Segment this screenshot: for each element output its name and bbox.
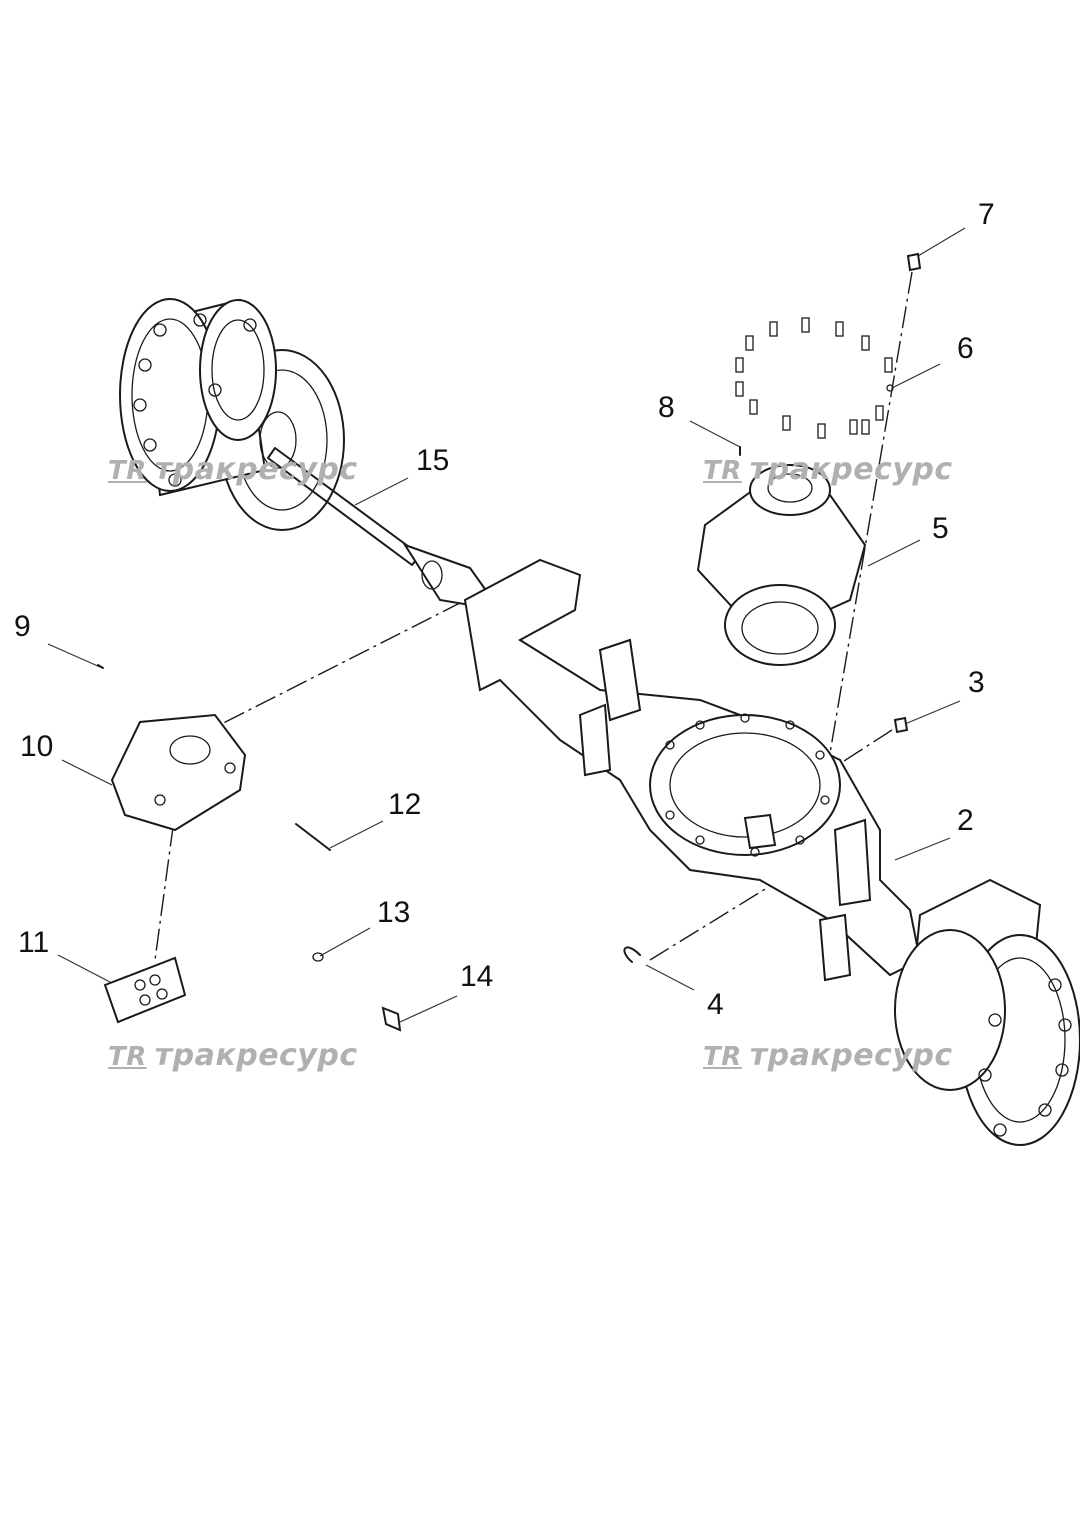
callout-15: 15: [416, 444, 450, 477]
watermark-text: тракресурс: [749, 1038, 953, 1073]
callout-7: 7: [978, 198, 995, 231]
left-wheel-hub: [119, 298, 345, 531]
callout-13: 13: [377, 896, 411, 929]
right-wheel-hub: [894, 878, 1080, 1146]
brake-pad: [103, 956, 187, 1024]
watermark-text: тракресурс: [749, 452, 953, 487]
differential-assembly: [696, 464, 867, 666]
callout-8: 8: [658, 391, 675, 424]
callout-9: 9: [14, 610, 31, 643]
brake-caliper: [110, 713, 247, 832]
watermark-logo: TR: [703, 1042, 742, 1072]
callout-3: 3: [968, 666, 985, 699]
callout-2: 2: [957, 804, 974, 837]
watermark-logo: TR: [108, 1042, 147, 1072]
watermark-logo: TR: [108, 456, 147, 486]
callout-11: 11: [18, 926, 50, 959]
callout-5: 5: [932, 512, 949, 545]
watermark-logo: TR: [703, 456, 742, 486]
callout-12: 12: [388, 788, 422, 821]
leader-lines: [47, 227, 966, 1023]
axle-housing: [463, 558, 922, 982]
small-parts: [97, 252, 922, 1032]
bolt-ring: [735, 317, 894, 439]
callout-10: 10: [20, 730, 54, 763]
watermark-text: тракресурс: [154, 452, 358, 487]
callout-4: 4: [707, 988, 724, 1021]
callout-14: 14: [460, 960, 494, 993]
watermark-text: тракресурс: [154, 1038, 358, 1073]
callout-6: 6: [957, 332, 974, 365]
